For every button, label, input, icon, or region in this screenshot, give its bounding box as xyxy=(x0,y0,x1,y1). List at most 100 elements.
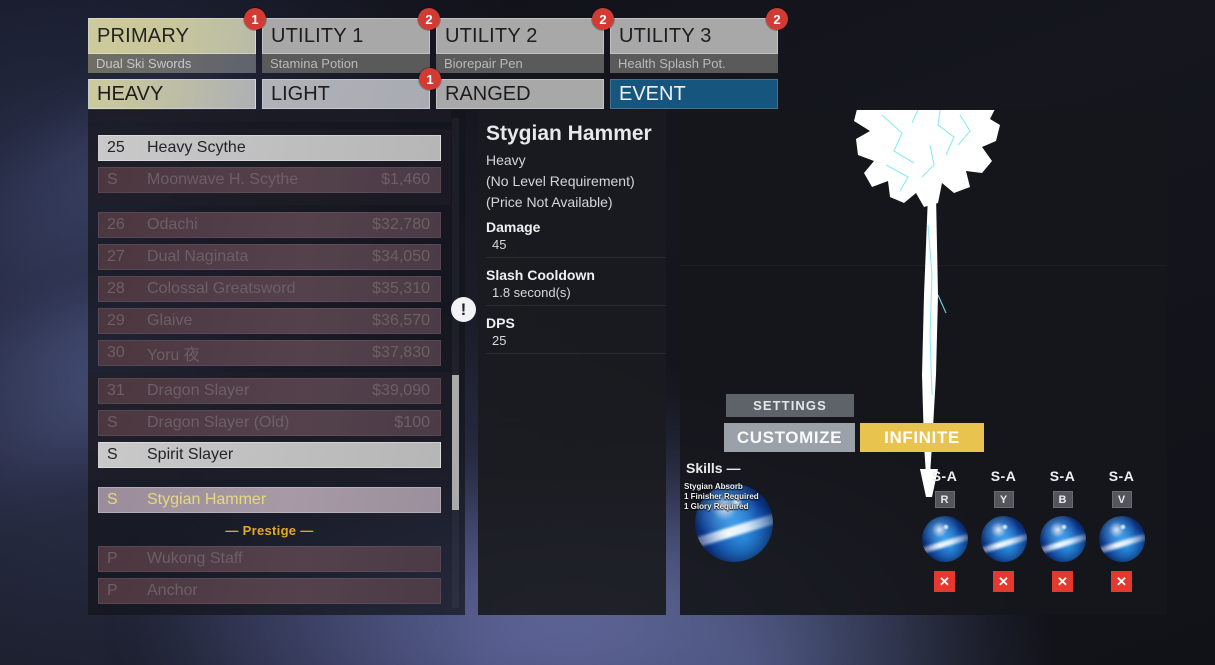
stat-divider xyxy=(486,353,666,354)
skill-slot-remove-button[interactable]: ✕ xyxy=(1052,571,1073,592)
weapon-name: Dragon Slayer (Old) xyxy=(147,414,290,431)
weapon-price: $39,090 xyxy=(372,382,430,399)
weapon-rank: 25 xyxy=(107,139,125,156)
weapon-price: $35,310 xyxy=(372,280,430,297)
skill-requirement-finisher: 1 Finisher Required xyxy=(684,492,759,501)
category-tab-event[interactable]: EVENT xyxy=(610,79,778,109)
skills-section-label: Skills — xyxy=(686,460,741,476)
slot-notification-badge: 1 xyxy=(244,8,266,30)
weapon-rank: P xyxy=(107,550,118,567)
weapon-rank: S xyxy=(107,171,118,188)
customize-button[interactable]: CUSTOMIZE xyxy=(724,423,855,452)
equipped-skill-tooltip: Stygian Absorb 1 Finisher Required 1 Glo… xyxy=(684,482,759,512)
list-scrollbar-thumb[interactable] xyxy=(452,375,459,510)
weapon-name: Odachi xyxy=(147,216,198,233)
skill-slot-2[interactable]: S-A B ✕ xyxy=(1039,468,1086,592)
skill-slot-keybind[interactable]: Y xyxy=(993,491,1014,508)
weapon-rank: 26 xyxy=(107,216,125,233)
weapon-details-panel: Stygian Hammer Heavy (No Level Requireme… xyxy=(478,110,666,615)
stat-divider xyxy=(486,305,666,306)
weapon-name: Dual Naginata xyxy=(147,248,249,265)
skill-slot-orb-icon[interactable] xyxy=(921,516,968,562)
weapon-price: $32,780 xyxy=(372,216,430,233)
settings-button[interactable]: SETTINGS xyxy=(726,394,854,417)
alert-icon[interactable]: ! xyxy=(451,297,476,322)
detail-price: (Price Not Available) xyxy=(486,194,613,210)
category-wrap-ranged: RANGED xyxy=(436,79,604,109)
skill-slot-orb-icon[interactable] xyxy=(1098,516,1145,562)
weapon-row[interactable]: 28 Colossal Greatsword $35,310 xyxy=(98,276,441,302)
weapon-rank: S xyxy=(107,446,118,463)
skill-slot-remove-button[interactable]: ✕ xyxy=(1111,571,1132,592)
weapon-row[interactable]: S Spirit Slayer xyxy=(98,442,441,468)
slot-title[interactable]: UTILITY 3 xyxy=(610,18,778,54)
weapon-rank: 28 xyxy=(107,280,125,297)
skill-slot-rank: S-A xyxy=(1049,468,1076,484)
list-scrollbar-track[interactable] xyxy=(452,118,459,608)
skill-slot-orb-icon[interactable] xyxy=(980,516,1027,562)
skill-slot-rank: S-A xyxy=(1108,468,1135,484)
skill-slot-keybind[interactable]: V xyxy=(1111,491,1132,508)
weapon-name: Spirit Slayer xyxy=(147,446,234,463)
weapon-name: Heavy Scythe xyxy=(147,139,246,156)
stat-value: 1.8 second(s) xyxy=(492,285,571,300)
weapon-rank: S xyxy=(107,414,118,431)
skill-slot-rank: S-A xyxy=(931,468,958,484)
skill-slot-remove-button[interactable]: ✕ xyxy=(993,571,1014,592)
slot-item-name: Dual Ski Swords xyxy=(88,54,256,73)
weapon-price: $36,570 xyxy=(372,312,430,329)
weapon-rank: S xyxy=(107,491,118,508)
category-wrap-event: EVENT xyxy=(610,79,778,109)
equipped-skill-orb[interactable] xyxy=(695,484,773,562)
skill-slot-keybind[interactable]: B xyxy=(1052,491,1073,508)
detail-level-requirement: (No Level Requirement) xyxy=(486,173,635,189)
slot-item-name: Biorepair Pen xyxy=(436,54,604,73)
category-tab-light[interactable]: LIGHT xyxy=(262,79,430,109)
skill-slot-remove-button[interactable]: ✕ xyxy=(934,571,955,592)
slot-title[interactable]: UTILITY 1 xyxy=(262,18,430,54)
category-notification-badge: 1 xyxy=(419,68,441,90)
skill-slot-0[interactable]: S-A R ✕ xyxy=(921,468,968,592)
stat-value: 25 xyxy=(492,333,507,348)
weapon-row[interactable]: 26 Odachi $32,780 xyxy=(98,212,441,238)
category-tab-ranged[interactable]: RANGED xyxy=(436,79,604,109)
skill-spark-icon xyxy=(1001,523,1009,531)
skill-slot-keybind[interactable]: R xyxy=(934,491,955,508)
skill-slot-orb-icon[interactable] xyxy=(1039,516,1086,562)
skill-spark-icon xyxy=(942,523,950,531)
skill-slot-3[interactable]: S-A V ✕ xyxy=(1098,468,1145,592)
skill-spark-icon xyxy=(1060,523,1068,531)
category-tab-heavy[interactable]: HEAVY xyxy=(88,79,256,109)
weapon-row[interactable]: 25 Heavy Scythe xyxy=(98,135,441,161)
slot-title[interactable]: UTILITY 2 xyxy=(436,18,604,54)
detail-title: Stygian Hammer xyxy=(486,122,652,145)
slot-notification-badge: 2 xyxy=(766,8,788,30)
weapon-rank: 31 xyxy=(107,382,125,399)
stat-value: 45 xyxy=(492,237,507,252)
slot-title[interactable]: PRIMARY xyxy=(88,18,256,54)
weapon-preview-panel[interactable]: SETTINGS CUSTOMIZE INFINITE Skills — Sty… xyxy=(680,110,1167,615)
infinite-button[interactable]: INFINITE xyxy=(860,423,984,452)
weapon-name: Colossal Greatsword xyxy=(147,280,296,297)
